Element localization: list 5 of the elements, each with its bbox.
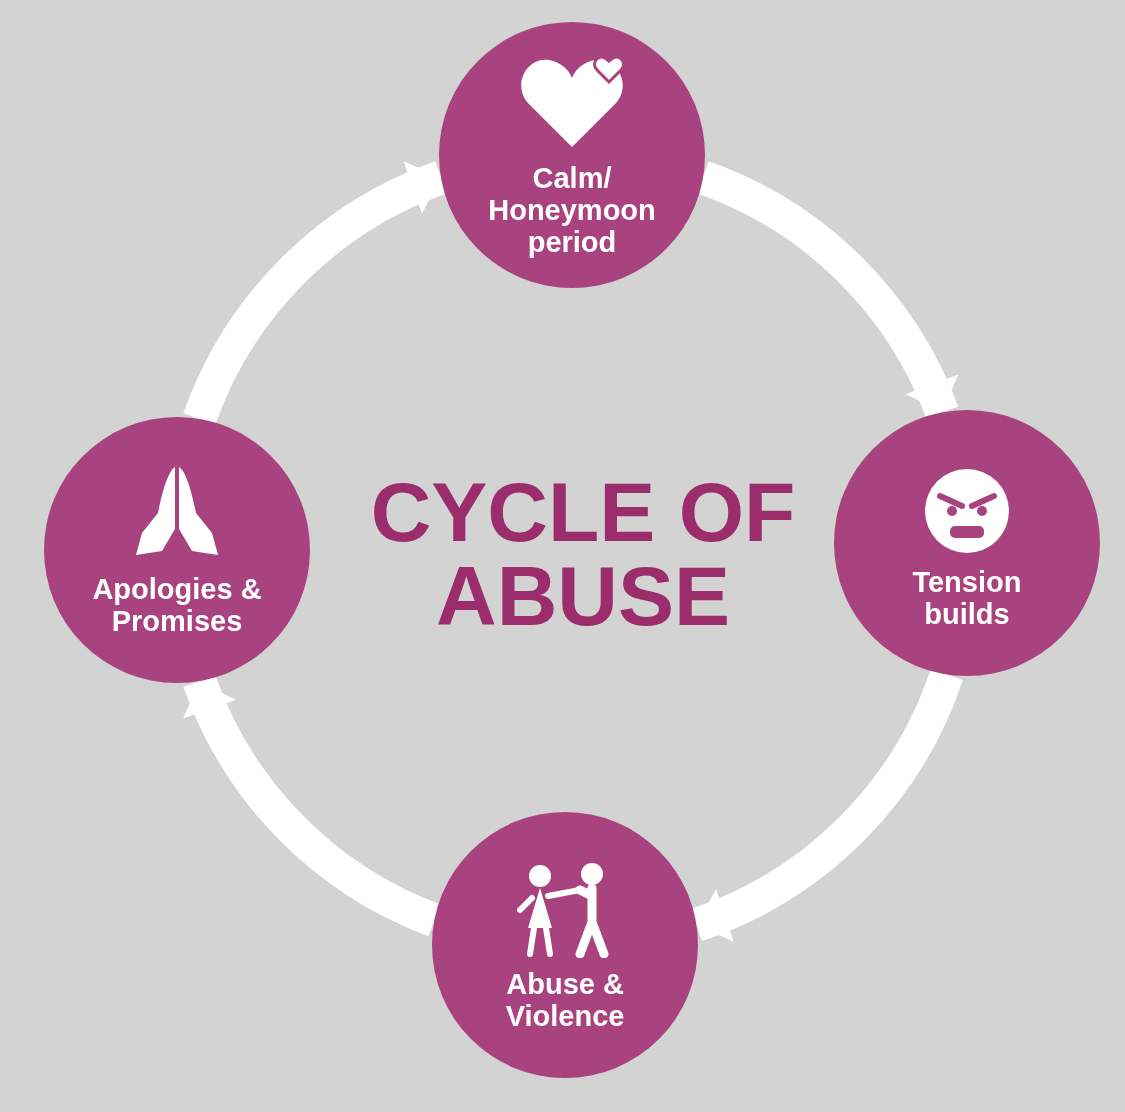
stage-label: Abuse & Violence (504, 967, 626, 1032)
stage-label: Calm/ Honeymoon period (487, 162, 657, 258)
stage-label: Tension builds (911, 566, 1023, 631)
title: CYCLE OF ABUSE (369, 470, 797, 638)
stage-label: Apologies & Promises (91, 573, 263, 637)
